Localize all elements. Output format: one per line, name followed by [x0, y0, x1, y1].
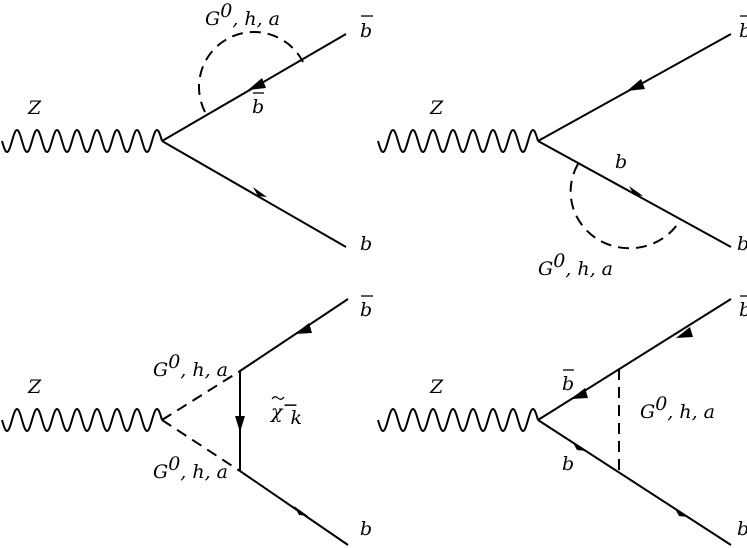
scalar-loop [198, 31, 304, 113]
scalar-label: G0, h, a [640, 393, 715, 423]
z-boson-propagator [1, 407, 163, 433]
upper-scalar-line [161, 370, 241, 421]
arrow-antibottom [627, 79, 645, 91]
top-antibottom-label: b [739, 299, 747, 321]
top-antibottom-label: b [739, 20, 747, 42]
z-label: Z [429, 376, 444, 398]
scalar-loop [569, 163, 682, 250]
inner-antibottom-label: b [252, 96, 264, 118]
diagram-2: Z b b b G0, h, a [377, 15, 747, 280]
arrow-antibottom-inner [248, 78, 266, 90]
arrow-antibottom [295, 323, 312, 334]
z-boson-propagator [1, 128, 163, 154]
antibottom-line [537, 298, 732, 421]
inner-b-label: b [615, 151, 627, 173]
bottom-b-label: b [360, 518, 372, 540]
loop-label: G0, h, a [205, 0, 280, 30]
upper-scalar-label: G0, h, a [153, 351, 228, 381]
top-antibottom-label: b [360, 20, 372, 42]
bottom-line [161, 140, 347, 248]
lower-scalar-line [161, 419, 241, 472]
diagram-3: Z b b G0, h, a G0, h, a χ−k [1, 295, 373, 546]
z-label: Z [27, 376, 42, 398]
z-label: Z [429, 97, 444, 119]
bottom-b-label: b [737, 518, 747, 540]
bottom-b-label: b [360, 233, 372, 255]
bottom-line [239, 470, 349, 546]
arrow-bottom [674, 507, 688, 517]
lower-scalar-label: G0, h, a [153, 453, 228, 483]
arrow-bottom-inner [572, 441, 586, 451]
top-antibottom-label: b [360, 299, 372, 321]
arrow-bottom [294, 506, 308, 516]
z-boson-propagator [377, 407, 539, 433]
arrow-chargino [235, 416, 245, 432]
z-boson-propagator [377, 128, 539, 154]
loop-label: G0, h, a [538, 250, 613, 280]
arrow-antibottom [676, 327, 693, 338]
antibottom-line [239, 298, 349, 372]
diagram-1: G0, h, a Z b b b [1, 0, 373, 255]
z-label: Z [27, 97, 42, 119]
diagram-4: Z b b b b G0, h, a [377, 295, 747, 546]
tilde-mark [271, 396, 285, 400]
upper-inner-antibottom-label: b [562, 373, 574, 395]
bottom-b-label: b [737, 233, 747, 255]
bottom-line [537, 419, 732, 546]
lower-inner-b-label: b [562, 453, 574, 475]
chargino-label: χ−k [269, 394, 302, 429]
arrow-bottom-inner [629, 186, 643, 196]
arrow-antibottom-inner [571, 388, 588, 399]
arrow-bottom [253, 187, 267, 197]
